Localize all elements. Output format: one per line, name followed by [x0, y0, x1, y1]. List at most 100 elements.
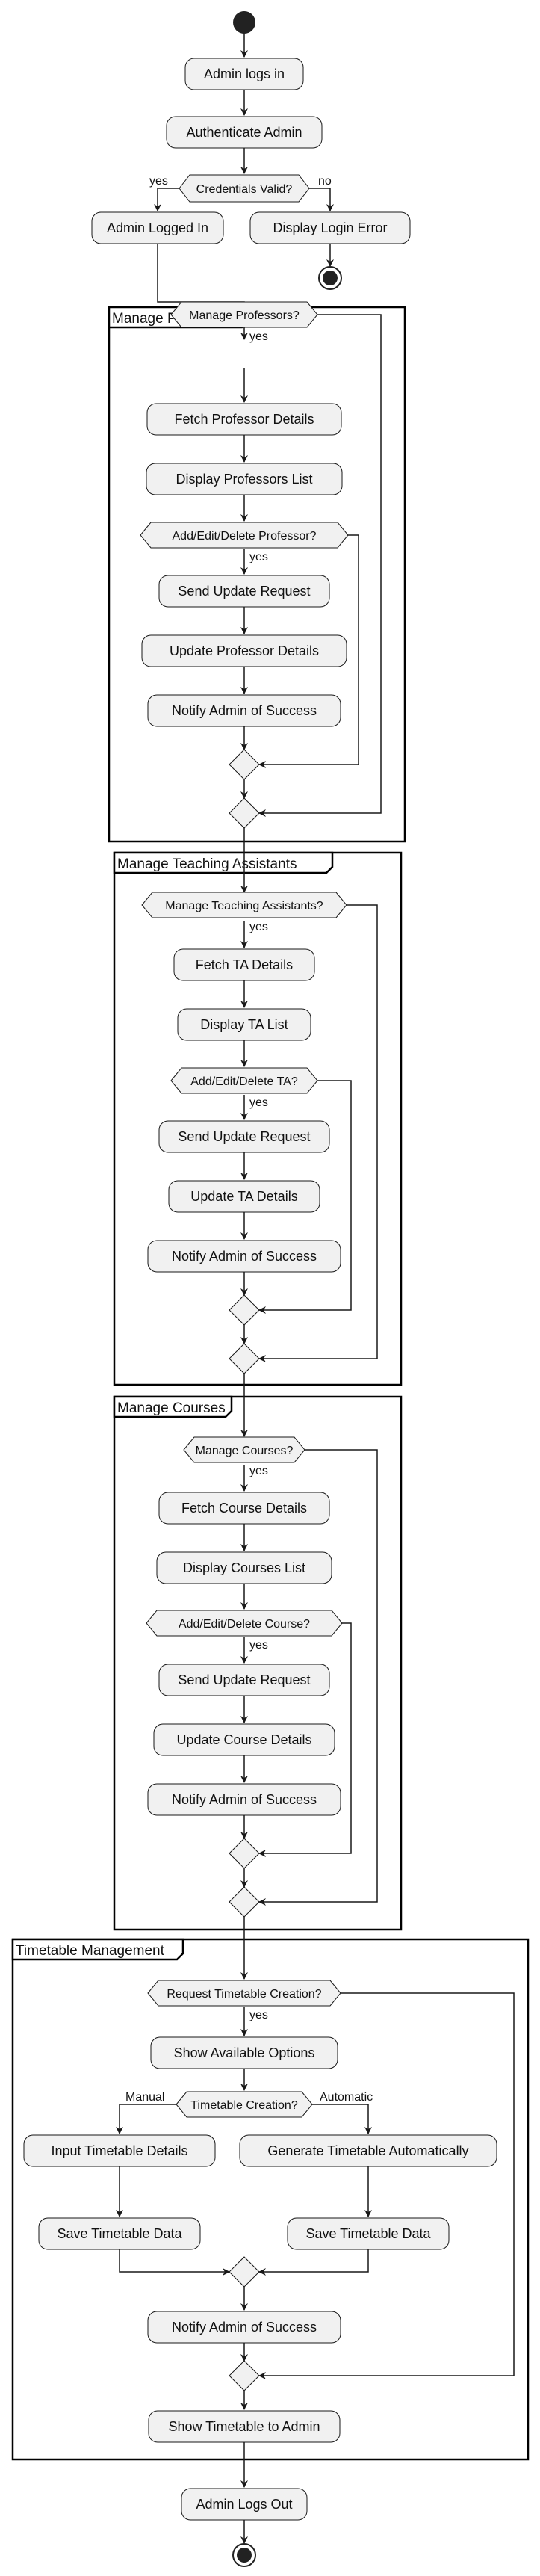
end-node-final — [232, 2543, 256, 2567]
action-display-login-error: Display Login Error — [249, 211, 411, 244]
svg-text:Admin logs in: Admin logs in — [204, 67, 285, 81]
label-professor-edit-yes: yes — [249, 551, 268, 563]
svg-text:Save Timetable Data: Save Timetable Data — [305, 2226, 431, 2241]
svg-text:Admin Logged In: Admin Logged In — [107, 220, 208, 235]
decision-manage-courses: Manage Courses? — [183, 1436, 305, 1463]
action-generate-timetable-automatically: Generate Timetable Automatically — [239, 2134, 497, 2167]
svg-text:Authenticate Admin: Authenticate Admin — [186, 125, 302, 140]
action-display-ta-list: Display TA List — [177, 1008, 311, 1041]
partition-title-tas: Manage Teaching Assistants — [117, 856, 297, 872]
action-input-timetable-details: Input Timetable Details — [23, 2134, 216, 2167]
action-fetch-course-details: Fetch Course Details — [158, 1492, 330, 1525]
svg-text:Update TA Details: Update TA Details — [190, 1189, 297, 1204]
svg-text:Credentials Valid?: Credentials Valid? — [196, 183, 293, 196]
edges — [116, 32, 515, 2544]
svg-text:Send Update Request: Send Update Request — [178, 584, 310, 599]
svg-text:Send Update Request: Send Update Request — [178, 1129, 310, 1144]
svg-text:Show Available Options: Show Available Options — [174, 2045, 315, 2060]
svg-text:Display Courses List: Display Courses List — [183, 1560, 305, 1575]
merge-ta-edit — [229, 1294, 260, 1326]
decision-manage-teaching-assistants: Manage Teaching Assistants? — [141, 892, 347, 918]
svg-text:Manage Courses?: Manage Courses? — [196, 1445, 294, 1457]
label-timetable-yes: yes — [249, 2009, 268, 2021]
partition-title-courses: Manage Courses — [117, 1400, 226, 1416]
action-save-timetable-data-manual: Save Timetable Data — [38, 2217, 201, 2250]
action-send-update-request-ta: Send Update Request — [158, 1120, 330, 1153]
label-credentials-no: no — [318, 175, 332, 188]
merge-timetable-request — [229, 2360, 260, 2391]
svg-text:Save Timetable Data: Save Timetable Data — [57, 2226, 182, 2241]
label-courses-yes: yes — [249, 1465, 268, 1477]
svg-text:Timetable Creation?: Timetable Creation? — [190, 2099, 298, 2112]
svg-text:Input Timetable Details: Input Timetable Details — [51, 2143, 187, 2158]
svg-text:Show Timetable to Admin: Show Timetable to Admin — [168, 2419, 320, 2434]
svg-text:Manage Professors?: Manage Professors? — [189, 309, 300, 322]
svg-text:Fetch Professor Details: Fetch Professor Details — [174, 412, 314, 427]
svg-text:Send Update Request: Send Update Request — [178, 1672, 310, 1687]
svg-text:Notify Admin of Success: Notify Admin of Success — [172, 1792, 317, 1807]
end-node-error — [318, 266, 342, 290]
svg-text:Add/Edit/Delete TA?: Add/Edit/Delete TA? — [190, 1075, 298, 1088]
action-fetch-professor-details: Fetch Professor Details — [146, 403, 342, 436]
action-update-professor-details: Update Professor Details — [141, 634, 347, 667]
svg-text:Generate Timetable Automatical: Generate Timetable Automatically — [267, 2143, 468, 2158]
decision-add-edit-delete-course: Add/Edit/Delete Course? — [146, 1610, 343, 1637]
action-notify-admin-professor: Notify Admin of Success — [147, 694, 341, 727]
svg-text:Request Timetable Creation?: Request Timetable Creation? — [167, 1988, 321, 2001]
label-timetable-manual: Manual — [125, 2091, 164, 2104]
partition-manage-courses: Manage Courses — [113, 1395, 403, 1931]
action-send-update-request-course: Send Update Request — [158, 1664, 330, 1696]
decision-add-edit-delete-professor: Add/Edit/Delete Professor? — [140, 522, 349, 549]
svg-text:Notify Admin of Success: Notify Admin of Success — [172, 1249, 317, 1264]
svg-text:Display Login Error: Display Login Error — [273, 220, 387, 235]
action-admin-logs-in: Admin logs in — [184, 58, 304, 90]
action-display-courses-list: Display Courses List — [156, 1551, 332, 1584]
action-show-timetable-to-admin: Show Timetable to Admin — [148, 2410, 341, 2443]
action-show-available-options: Show Available Options — [150, 2036, 338, 2069]
decision-add-edit-delete-ta: Add/Edit/Delete TA? — [170, 1067, 318, 1094]
start-node — [233, 11, 255, 34]
merge-course-manage — [229, 1886, 260, 1918]
svg-text:Display Professors List: Display Professors List — [176, 472, 312, 487]
merge-timetable-creation — [229, 2256, 260, 2288]
action-notify-admin-timetable: Notify Admin of Success — [147, 2311, 341, 2344]
label-professors-yes: yes — [249, 330, 268, 343]
action-update-ta-details: Update TA Details — [168, 1180, 320, 1213]
action-admin-logs-out: Admin Logs Out — [181, 2488, 308, 2521]
label-ta-yes: yes — [249, 921, 268, 933]
action-save-timetable-data-auto: Save Timetable Data — [287, 2217, 450, 2250]
svg-text:Update Course Details: Update Course Details — [176, 1732, 311, 1747]
decision-timetable-creation: Timetable Creation? — [176, 2091, 313, 2118]
svg-text:Add/Edit/Delete Professor?: Add/Edit/Delete Professor? — [173, 530, 317, 543]
action-display-professors-list: Display Professors List — [146, 463, 343, 495]
label-course-edit-yes: yes — [249, 1639, 268, 1652]
svg-text:Notify Admin of Success: Notify Admin of Success — [172, 703, 317, 718]
action-update-course-details: Update Course Details — [153, 1723, 335, 1756]
merge-professor-edit — [229, 749, 260, 780]
partition-manage-tas: Manage Teaching Assistants — [113, 851, 403, 1386]
action-notify-admin-course: Notify Admin of Success — [147, 1783, 341, 1816]
decision-credentials-valid: Credentials Valid? — [179, 174, 310, 203]
merge-course-edit — [229, 1838, 260, 1869]
svg-text:Notify Admin of Success: Notify Admin of Success — [172, 2320, 317, 2335]
merge-ta-manage — [229, 1343, 260, 1374]
svg-text:Fetch Course Details: Fetch Course Details — [181, 1501, 307, 1516]
svg-text:Display TA List: Display TA List — [200, 1017, 288, 1032]
decision-request-timetable-creation: Request Timetable Creation? — [147, 1980, 341, 2007]
action-authenticate-admin: Authenticate Admin — [166, 116, 323, 149]
label-ta-edit-yes: yes — [249, 1096, 268, 1109]
partition-manage-professors: Manage Professors — [108, 306, 406, 843]
label-timetable-automatic: Automatic — [320, 2091, 373, 2104]
svg-text:Admin Logs Out: Admin Logs Out — [196, 2497, 292, 2512]
action-fetch-ta-details: Fetch TA Details — [173, 948, 315, 981]
action-send-update-request-professor: Send Update Request — [158, 575, 330, 608]
svg-text:Update Professor Details: Update Professor Details — [170, 643, 319, 658]
label-credentials-yes: yes — [149, 175, 168, 188]
partition-timetable-management: Timetable Management — [11, 1938, 530, 2461]
merge-professor-manage — [229, 797, 260, 829]
svg-text:Manage Teaching Assistants?: Manage Teaching Assistants? — [165, 900, 323, 912]
decision-manage-professors: Manage Professors? — [170, 301, 318, 328]
svg-text:Fetch TA Details: Fetch TA Details — [196, 957, 293, 972]
action-notify-admin-ta: Notify Admin of Success — [147, 1240, 341, 1273]
